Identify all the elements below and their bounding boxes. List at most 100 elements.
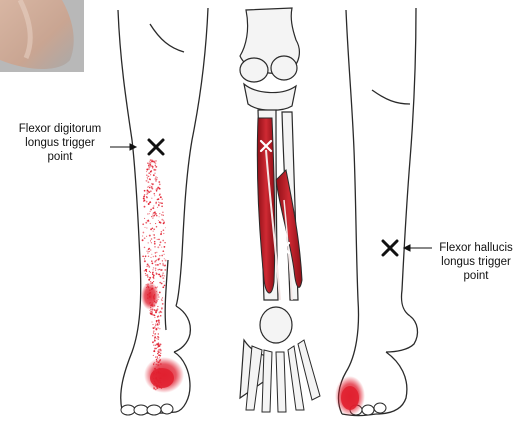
- pain-stipple-dot: [148, 265, 149, 266]
- pain-stipple-dot: [155, 345, 156, 346]
- pain-stipple-dot: [159, 216, 160, 217]
- pain-stipple-dot: [151, 165, 153, 167]
- pain-stipple-dot: [153, 174, 154, 175]
- pain-stipple-dot: [154, 215, 156, 217]
- pain-stipple-dot: [149, 201, 151, 203]
- pain-stipple-dot: [165, 227, 166, 228]
- pain-stipple-dot: [154, 261, 155, 262]
- pain-stipple-dot: [154, 334, 155, 335]
- pain-stipple-dot: [153, 228, 155, 230]
- pain-stipple-dot: [147, 178, 148, 179]
- pain-stipple-dot: [156, 252, 157, 253]
- pain-stipple-dot: [154, 243, 156, 245]
- pain-stipple-dot: [151, 198, 152, 199]
- pain-stipple-dot: [162, 286, 164, 288]
- pain-stipple-dot: [164, 269, 166, 271]
- flexor-hallucis-leader-arrow: [404, 245, 432, 251]
- pain-stipple-dot: [155, 160, 157, 162]
- pain-stipple-dot: [148, 186, 149, 187]
- pain-stipple-dot: [154, 336, 156, 338]
- pain-stipple-dot: [164, 258, 165, 259]
- pain-stipple-dot: [161, 247, 162, 248]
- pain-stipple-dot: [155, 166, 157, 168]
- pain-stipple-dot: [155, 162, 157, 164]
- pain-stipple-dot: [164, 242, 165, 243]
- pain-stipple-dot: [157, 308, 159, 310]
- pain-stipple-dot: [147, 162, 148, 163]
- pain-stipple-dot: [159, 323, 160, 324]
- pain-stipple-dot: [159, 282, 161, 284]
- pain-stipple-dot: [153, 278, 155, 280]
- pain-stipple-dot: [162, 274, 164, 276]
- pain-stipple-dot: [147, 276, 149, 278]
- pain-stipple-dot: [157, 264, 159, 266]
- center-foot-bones: [246, 340, 320, 412]
- pain-stipple-dot: [158, 239, 160, 241]
- pain-stipple-dot: [160, 276, 161, 277]
- pain-stipple-dot: [155, 223, 156, 224]
- pain-stipple-dot: [155, 264, 157, 266]
- pain-stipple-dot: [157, 207, 158, 208]
- pain-stipple-dot: [152, 327, 154, 329]
- pain-stipple-dot: [144, 190, 146, 192]
- pain-stipple-dot: [158, 269, 160, 271]
- pain-stipple-dot: [162, 303, 164, 305]
- pain-stipple-dot: [153, 345, 154, 346]
- pain-stipple-dot: [153, 216, 154, 217]
- pain-stipple-dot: [154, 237, 156, 239]
- pain-stipple-dot: [150, 174, 151, 175]
- pain-stipple-dot: [156, 273, 158, 275]
- x-cross-icon: [149, 140, 163, 154]
- pain-stipple-dot: [153, 350, 155, 352]
- pain-stipple-dot: [145, 275, 146, 276]
- pain-stipple-dot: [163, 215, 164, 216]
- pain-stipple-dot: [147, 220, 149, 222]
- pain-stipple-dot: [154, 234, 155, 235]
- pain-stipple-dot: [150, 257, 151, 258]
- flexor-digitorum-pain-pattern: [141, 159, 184, 393]
- pain-stipple-dot: [162, 272, 164, 274]
- pain-stipple-dot: [150, 249, 151, 250]
- pain-stipple-dot: [155, 328, 157, 330]
- pain-stipple-dot: [154, 333, 156, 335]
- pain-stipple-dot: [146, 201, 148, 203]
- pain-stipple-dot: [145, 269, 147, 271]
- pain-stipple-dot: [152, 183, 154, 185]
- pain-stipple-dot: [153, 355, 154, 356]
- pain-stipple-dot: [160, 233, 162, 235]
- pain-stipple-dot: [158, 351, 160, 353]
- pain-stipple-dot: [159, 255, 160, 256]
- pain-stipple-dot: [159, 291, 161, 293]
- pain-stipple-dot: [153, 230, 154, 231]
- pain-stipple-dot: [161, 231, 162, 232]
- pain-stipple-dot: [148, 251, 150, 253]
- pain-stipple-dot: [159, 184, 161, 186]
- pain-stipple-dot: [160, 311, 162, 313]
- pain-stipple-dot: [153, 332, 154, 333]
- left-leg-illustration: [118, 8, 208, 413]
- pain-stipple-dot: [157, 324, 159, 326]
- pain-stipple-dot: [149, 277, 150, 278]
- pain-stipple-dot: [155, 202, 156, 203]
- pain-stipple-dot: [151, 238, 153, 240]
- pain-stipple-dot: [144, 218, 145, 219]
- pain-stipple-dot: [161, 300, 162, 301]
- pain-stipple-dot: [158, 336, 159, 337]
- pain-stipple-dot: [159, 328, 160, 329]
- pain-stipple-dot: [150, 272, 151, 273]
- pain-stipple-dot: [159, 355, 161, 357]
- pain-stipple-dot: [150, 162, 152, 164]
- pain-stipple-dot: [154, 317, 155, 318]
- pain-stipple-dot: [160, 315, 161, 316]
- pain-stipple-dot: [154, 193, 156, 195]
- pain-stipple-dot: [155, 310, 157, 312]
- pain-stipple-dot: [151, 260, 153, 262]
- pain-stipple-dot: [160, 343, 162, 345]
- pain-stipple-dot: [150, 164, 151, 165]
- pain-stipple-dot: [148, 256, 149, 257]
- pain-stipple-dot: [162, 277, 164, 279]
- pain-stipple-dot: [142, 223, 144, 225]
- pain-stipple-dot: [149, 178, 151, 180]
- pain-stipple-dot: [146, 175, 147, 176]
